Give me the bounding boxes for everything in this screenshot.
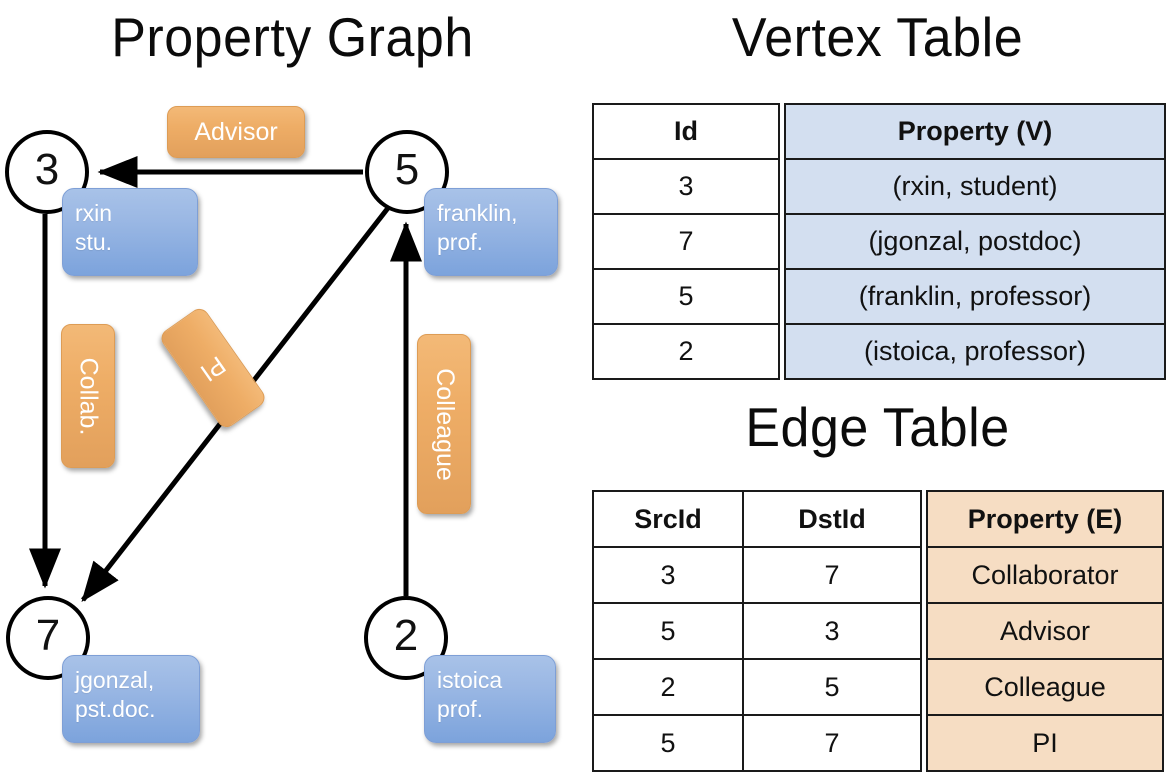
vertex-property-bubble-rxin: rxin stu. <box>62 188 198 276</box>
edge-label-colleague: Colleague <box>417 334 471 514</box>
edge-label-collab: Collab. <box>61 324 115 468</box>
edge-label-advisor: Advisor <box>167 106 305 158</box>
edge-table-cell-property: Collaborator <box>926 546 1164 604</box>
vertex-node-2[interactable]: 2 <box>364 596 448 680</box>
edge-table-cell-srcid: 5 <box>592 714 744 772</box>
edge-table-cell-property: Colleague <box>926 658 1164 716</box>
edge-table-cell-property: Advisor <box>926 602 1164 660</box>
vertex-table: Id Property (V) 3 (rxin, student) 7 (jgo… <box>592 103 1166 380</box>
vertex-node-2-label: 2 <box>393 611 419 660</box>
table-row[interactable]: 5 (franklin, professor) <box>592 268 1166 325</box>
edge-table-cell-dstid: 5 <box>742 658 922 716</box>
edge-table-cell-dstid: 7 <box>742 714 922 772</box>
edge-table-cell-dstid: 3 <box>742 602 922 660</box>
edge-table-header-property: Property (E) <box>926 490 1164 548</box>
vertex-table-cell-id: 7 <box>592 213 780 270</box>
page-title-property-graph: Property Graph <box>111 7 474 69</box>
vertex-table-cell-id: 5 <box>592 268 780 325</box>
vertex-node-3-label: 3 <box>34 145 60 194</box>
edge-table-cell-srcid: 2 <box>592 658 744 716</box>
table-row[interactable]: 3 7 Collaborator <box>592 546 1164 604</box>
edge-table-cell-dstid: 7 <box>742 546 922 604</box>
table-row[interactable]: 2 5 Colleague <box>592 658 1164 716</box>
table-row[interactable]: 5 7 PI <box>592 714 1164 772</box>
vertex-node-5[interactable]: 5 <box>365 130 449 214</box>
edge-label-pi-text: PI <box>195 350 231 387</box>
vertex-table-cell-property: (franklin, professor) <box>784 268 1166 325</box>
vertex-property-bubble-franklin: franklin, prof. <box>424 188 558 276</box>
property-graph-diagram: 3 5 7 2 rxin stu. franklin, prof. jgonza… <box>0 0 585 760</box>
edge-label-collab-text: Collab. <box>74 357 103 435</box>
vertex-property-franklin-line1: franklin, <box>437 200 518 226</box>
vertex-property-jgonzal-line1: jgonzal, <box>75 667 155 693</box>
edge-table-cell-srcid: 5 <box>592 602 744 660</box>
table-row[interactable]: 2 (istoica, professor) <box>592 323 1166 380</box>
edge-table-header-dstid: DstId <box>742 490 922 548</box>
vertex-table-cell-id: 2 <box>592 323 780 380</box>
vertex-table-cell-property: (istoica, professor) <box>784 323 1166 380</box>
vertex-property-bubble-istoica: istoica prof. <box>424 655 556 743</box>
vertex-property-istoica-line2: prof. <box>437 695 484 722</box>
vertex-property-bubble-jgonzal: jgonzal, pst.doc. <box>62 655 200 743</box>
edge-label-advisor-text: Advisor <box>194 117 278 146</box>
vertex-table-cell-id: 3 <box>592 158 780 215</box>
vertex-node-7-label: 7 <box>35 611 61 660</box>
vertex-table-cell-property: (jgonzal, postdoc) <box>784 213 1166 270</box>
page-title-edge-table: Edge Table <box>745 397 1010 459</box>
edge-table-header-srcid: SrcId <box>592 490 744 548</box>
table-row[interactable]: 5 3 Advisor <box>592 602 1164 660</box>
vertex-table-header-id: Id <box>592 103 780 160</box>
edge-table-cell-srcid: 3 <box>592 546 744 604</box>
vertex-property-rxin-line1: rxin <box>75 200 113 226</box>
page-title-vertex-table: Vertex Table <box>731 7 1024 69</box>
vertex-property-istoica-line1: istoica <box>437 667 503 693</box>
vertex-table-header-property: Property (V) <box>784 103 1166 160</box>
edge-table-header-row: SrcId DstId Property (E) <box>592 490 1164 548</box>
table-row[interactable]: 3 (rxin, student) <box>592 158 1166 215</box>
table-row[interactable]: 7 (jgonzal, postdoc) <box>592 213 1166 270</box>
vertex-table-header-row: Id Property (V) <box>592 103 1166 160</box>
vertex-node-5-label: 5 <box>394 145 420 194</box>
vertex-property-rxin-line2: stu. <box>75 228 113 255</box>
vertex-property-franklin-line2: prof. <box>437 228 484 255</box>
vertex-property-jgonzal-line2: pst.doc. <box>75 695 156 722</box>
edge-table: SrcId DstId Property (E) 3 7 Collaborato… <box>592 490 1164 772</box>
edge-label-colleague-text: Colleague <box>430 367 459 481</box>
edge-table-cell-property: PI <box>926 714 1164 772</box>
vertex-table-cell-property: (rxin, student) <box>784 158 1166 215</box>
